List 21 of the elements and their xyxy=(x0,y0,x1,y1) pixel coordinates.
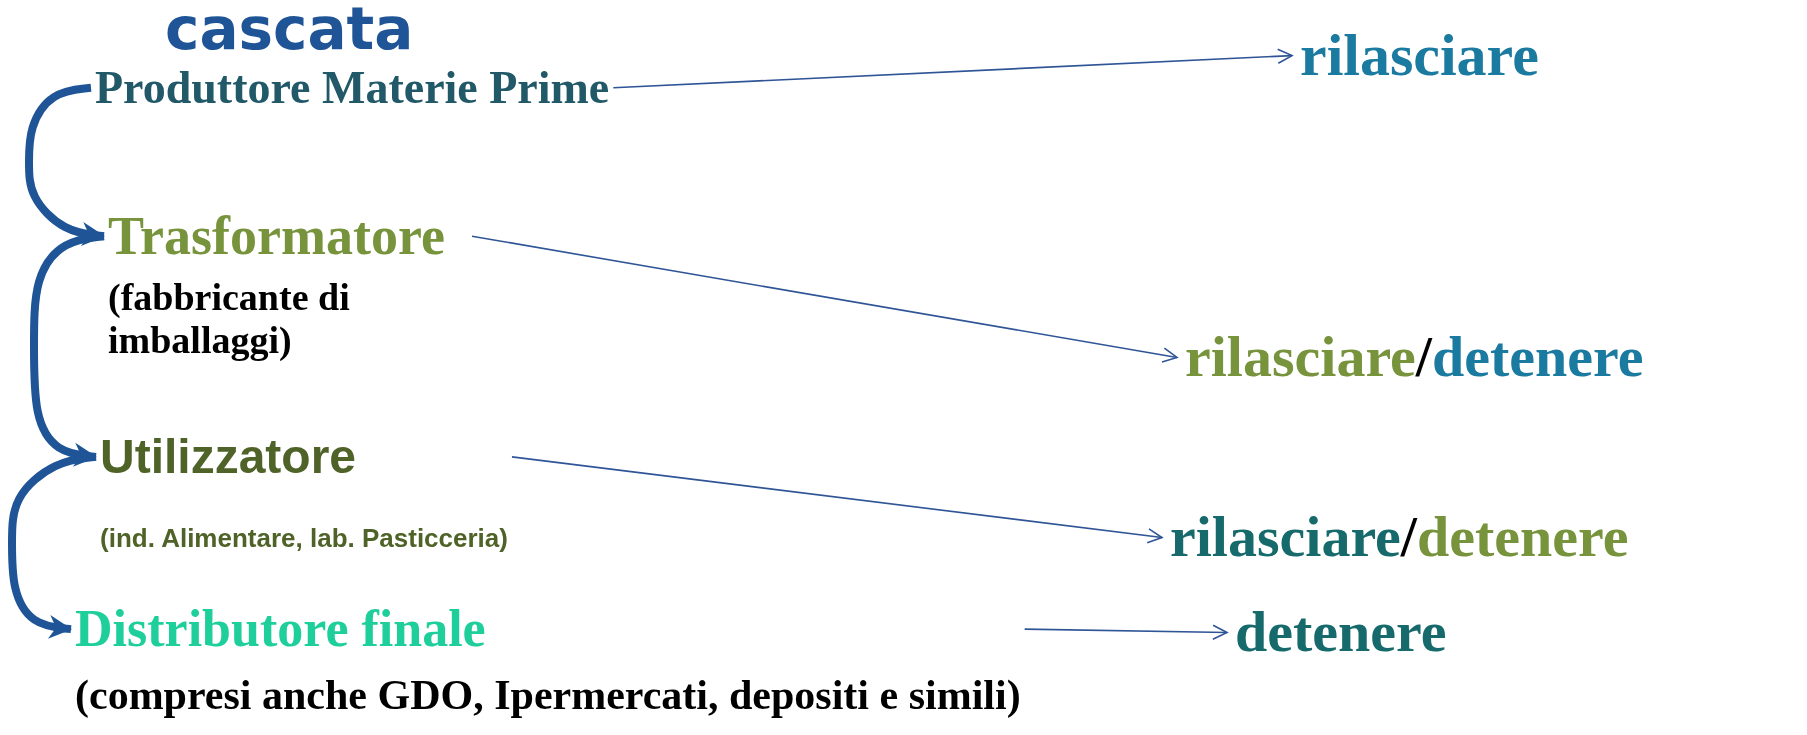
verb-label: rilasciare xyxy=(1185,324,1416,389)
node-label: rilasciare xyxy=(1300,22,1539,90)
curved-arrow xyxy=(8,452,97,639)
node-heading: Utilizzatore xyxy=(100,430,358,484)
verb-label: rilasciare xyxy=(1170,504,1401,569)
arrow xyxy=(1023,624,1228,641)
title: cascata xyxy=(165,0,414,58)
arrow xyxy=(511,456,1163,544)
curved-arrow xyxy=(30,232,105,467)
arrow xyxy=(612,48,1293,89)
node-label: detenere xyxy=(1235,600,1447,665)
arrow xyxy=(471,235,1178,363)
node-heading: Trasformatore xyxy=(108,206,446,267)
separator-label: / xyxy=(1400,504,1417,569)
curved-arrow xyxy=(25,83,105,246)
separator-label: / xyxy=(1415,324,1432,389)
node-subtitle: (fabbricante di imballaggi) xyxy=(108,276,351,362)
node-heading: Distributore finale xyxy=(75,600,487,659)
node-label: Produttore Materie Prime xyxy=(95,62,610,114)
node-subtitle: (compresi anche GDO, Ipermercati, depositi e simili) xyxy=(75,672,1021,720)
node-subtitle: (ind. Alimentare, lab. Pasticceria) xyxy=(100,523,508,553)
